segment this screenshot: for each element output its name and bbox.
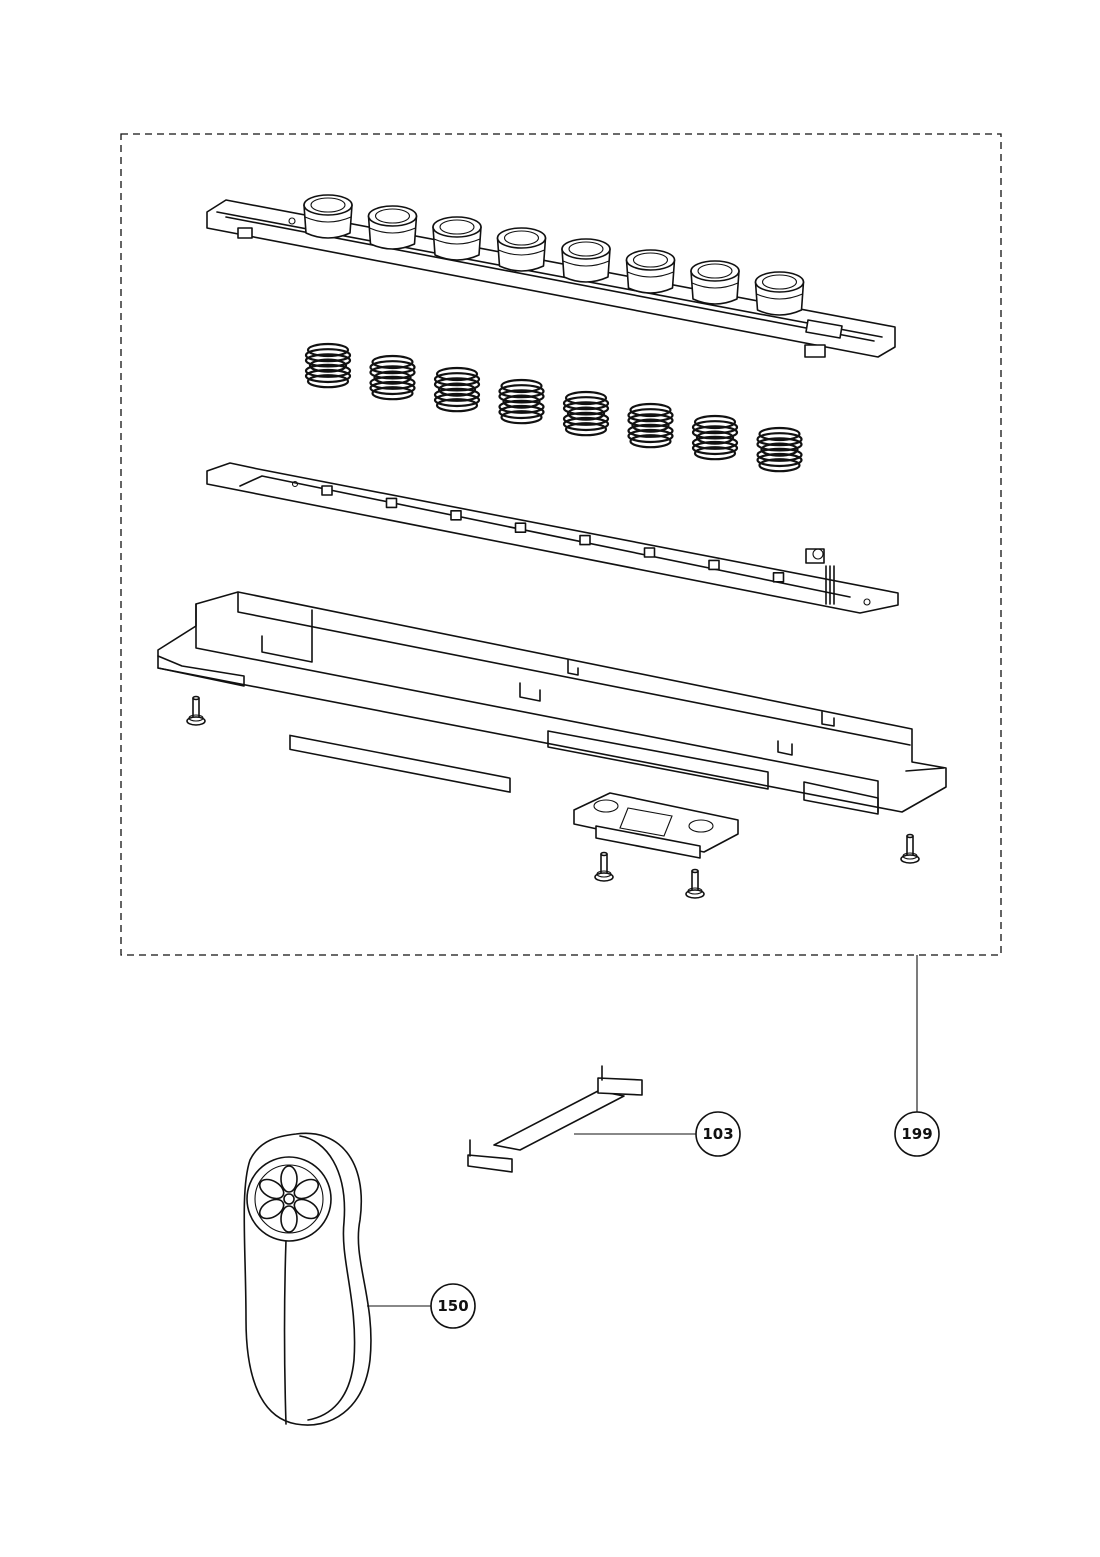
button-cap bbox=[303, 194, 353, 239]
led-chip bbox=[772, 571, 785, 583]
ribbon-cable bbox=[467, 1065, 697, 1173]
remote-control bbox=[243, 1132, 432, 1426]
spring bbox=[627, 402, 674, 449]
led-chip bbox=[643, 547, 656, 558]
led-chip bbox=[708, 559, 720, 571]
remote-key bbox=[293, 1198, 320, 1220]
remote-key bbox=[293, 1178, 320, 1200]
button-strip bbox=[206, 194, 896, 358]
spring bbox=[691, 414, 739, 461]
led-chips bbox=[321, 485, 785, 583]
remote-key bbox=[280, 1165, 298, 1193]
led-chip bbox=[579, 534, 591, 546]
screw bbox=[594, 851, 614, 882]
button-cap bbox=[367, 205, 418, 250]
remote-key bbox=[258, 1198, 285, 1220]
button-cap bbox=[561, 238, 611, 283]
spring bbox=[498, 378, 545, 425]
button-caps bbox=[303, 194, 805, 316]
callout-150-label: 150 bbox=[437, 1297, 468, 1315]
spring bbox=[369, 354, 416, 401]
spring bbox=[756, 426, 803, 473]
led-chip bbox=[514, 522, 527, 534]
callout-103: 103 bbox=[695, 1111, 741, 1157]
screws bbox=[186, 695, 920, 899]
remote-key bbox=[280, 1205, 298, 1233]
remote-keys bbox=[258, 1165, 320, 1233]
spring bbox=[433, 366, 481, 413]
screw bbox=[685, 868, 705, 899]
led-chip bbox=[450, 509, 462, 521]
screw bbox=[900, 833, 920, 864]
spring bbox=[304, 342, 352, 389]
remote-key bbox=[258, 1178, 285, 1200]
button-cap bbox=[432, 216, 482, 261]
bottom-housing bbox=[157, 591, 947, 815]
button-cap bbox=[690, 260, 740, 305]
spring bbox=[562, 390, 610, 437]
callout-103-label: 103 bbox=[702, 1125, 733, 1143]
button-cap bbox=[625, 249, 676, 294]
ir-receiver bbox=[805, 548, 835, 605]
callout-199: 199 bbox=[894, 1111, 940, 1157]
led-chip bbox=[385, 497, 398, 509]
button-cap bbox=[754, 271, 805, 316]
led-chip bbox=[321, 485, 333, 496]
assembly-boundary bbox=[120, 133, 1002, 956]
button-cap bbox=[496, 227, 547, 272]
callout-199-label: 199 bbox=[901, 1125, 932, 1143]
callout-150: 150 bbox=[430, 1283, 476, 1329]
pcb-board bbox=[206, 462, 899, 614]
springs bbox=[304, 342, 803, 473]
screw bbox=[186, 695, 206, 726]
mounting-bracket bbox=[573, 792, 739, 859]
